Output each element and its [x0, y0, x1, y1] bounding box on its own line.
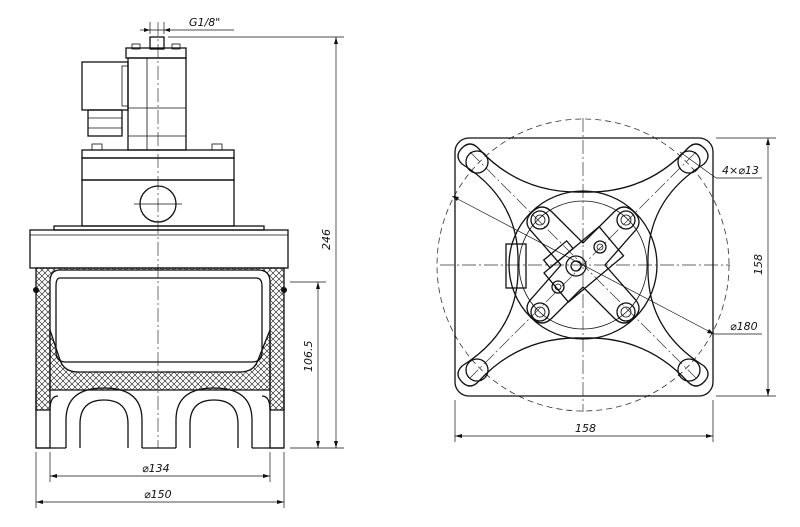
- fitting-inner: [570, 260, 582, 272]
- holes-label: 4×⌀13: [722, 164, 759, 177]
- center-hub: [508, 190, 658, 340]
- dim-width-158: [454, 400, 714, 442]
- cup-body: [33, 267, 287, 411]
- side-port: [505, 243, 527, 289]
- thread-label: G1/8": [189, 16, 220, 29]
- bolt-circle: [436, 118, 730, 412]
- star-body: [457, 143, 709, 387]
- dim-thread: [140, 22, 234, 34]
- square-plate: [454, 137, 714, 397]
- bottom-arches: [35, 387, 285, 449]
- width-158-label: 158: [575, 422, 596, 435]
- height-246-label: 246: [320, 229, 333, 250]
- dim-insert-height: [290, 281, 326, 448]
- dim-height-158: [716, 137, 776, 397]
- leader-holes: [679, 151, 762, 179]
- cross-bolts: [530, 210, 636, 322]
- corner-holes: [465, 150, 701, 382]
- cross-flange: [526, 206, 640, 324]
- dim-outer-diameter: [35, 452, 285, 508]
- leader-circle: [451, 195, 762, 335]
- solenoid-connector: [81, 61, 129, 137]
- top-fitting: [125, 36, 187, 59]
- dim-height-246: [168, 36, 344, 449]
- circle-label: ⌀180: [730, 320, 758, 333]
- dim-inner-diameter: [49, 452, 271, 482]
- side-view: G1/8" 246 106.5 ⌀134: [29, 16, 344, 508]
- solenoid-body: [127, 57, 187, 151]
- inner-diameter-label: ⌀134: [142, 462, 170, 475]
- fitting-outer: [565, 255, 587, 277]
- outer-diameter-label: ⌀150: [144, 488, 172, 501]
- height-158-label: 158: [752, 254, 765, 275]
- top-view: 4×⌀13 ⌀180 158 158: [436, 118, 776, 442]
- flange-plate: [29, 225, 289, 269]
- insert-height-label: 106.5: [302, 341, 315, 373]
